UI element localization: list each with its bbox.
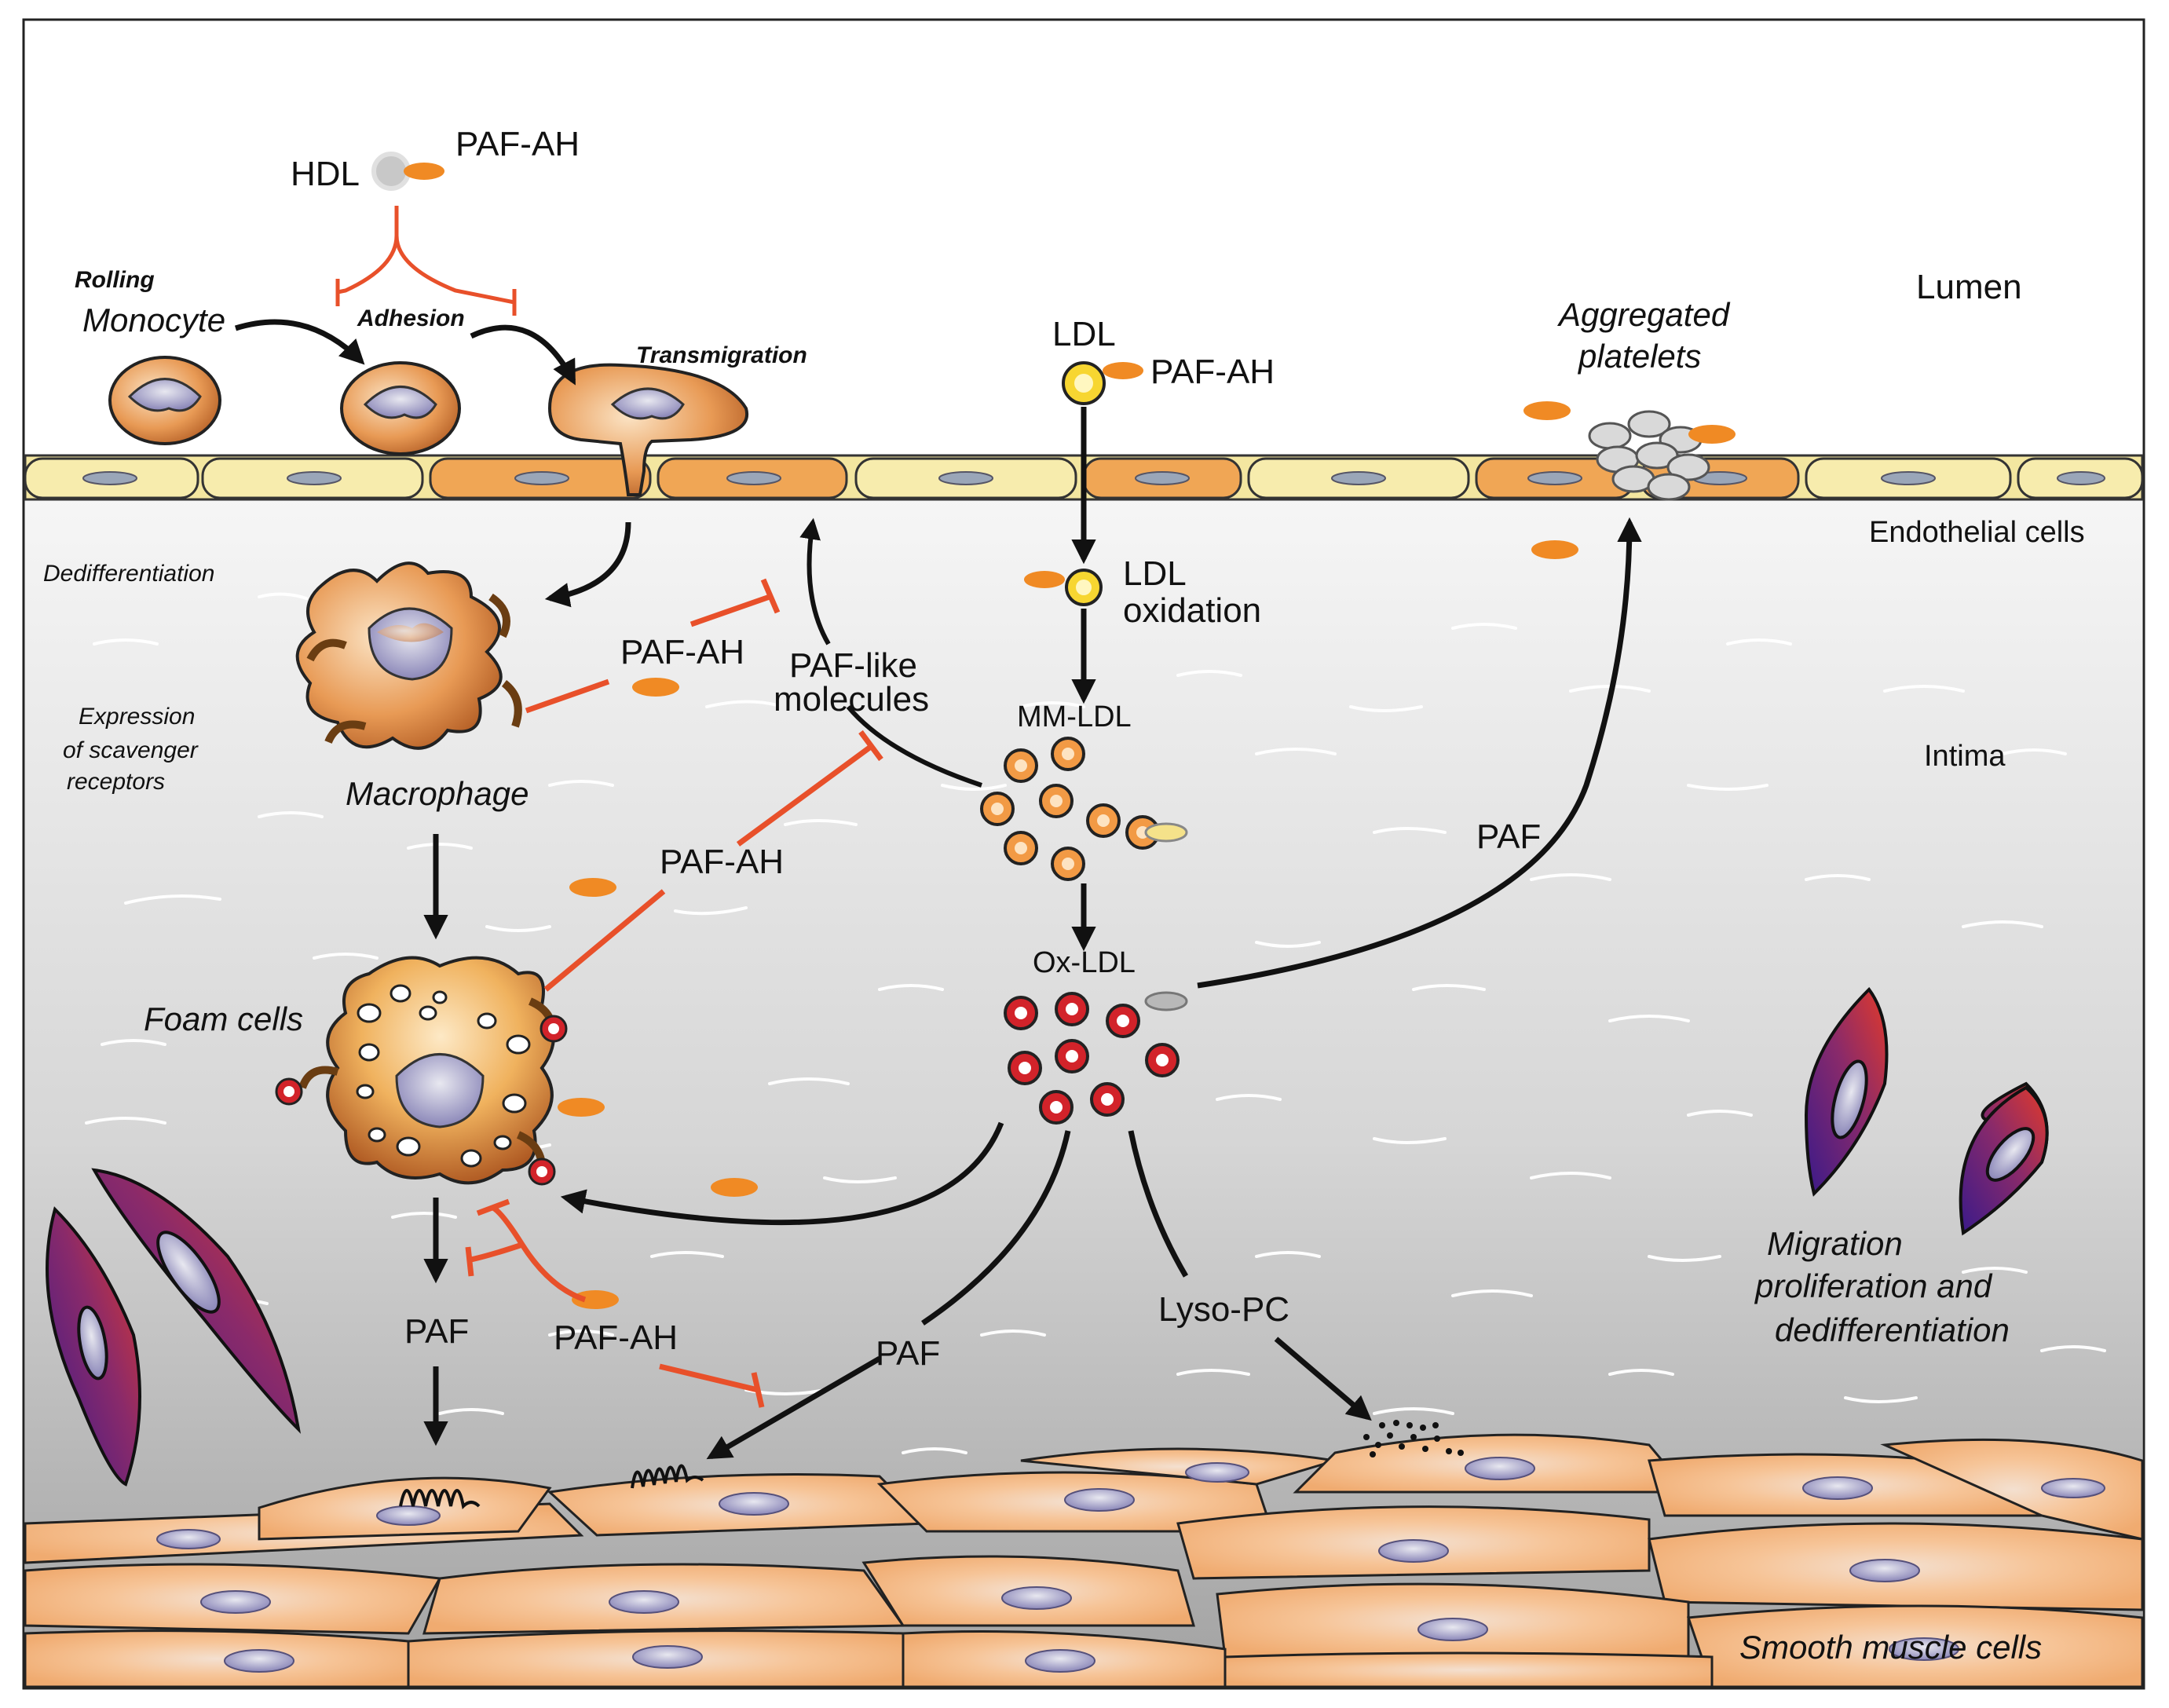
dedifferentiation-label: Dedifferentiation: [43, 561, 214, 587]
hdl-inhibition: [335, 206, 517, 316]
ldl-particle: [1062, 361, 1143, 405]
transmigration-label: Transmigration: [636, 342, 807, 368]
foam-cells-label: Foam cells: [144, 1000, 303, 1037]
aggregated-platelets: [1588, 410, 1710, 501]
expression-label-3: receptors: [67, 769, 165, 795]
lyso-pc-deposits: [1363, 1420, 1464, 1457]
aggregated-label-1: Aggregated: [1556, 296, 1731, 333]
expression-label-1: Expression: [79, 704, 195, 730]
paf-ah-top-label: PAF-AH: [455, 125, 580, 163]
ldl-label: LDL: [1052, 315, 1116, 353]
paf-right-label: PAF: [1476, 817, 1541, 856]
hdl-particle: [371, 152, 444, 191]
smooth-muscle-nuclei: [156, 1457, 2105, 1673]
smooth-muscle-label: Smooth muscle cells: [1739, 1629, 2042, 1666]
migration-label-3: dedifferentiation: [1775, 1311, 2010, 1348]
paf-ah-mid-label: PAF-AH: [660, 843, 784, 881]
mm-ldl-cores: [991, 748, 1149, 870]
endothelial-cells: [24, 457, 2144, 499]
paf-left-label: PAF: [404, 1312, 469, 1351]
paf-ah-bottom-label: PAF-AH: [554, 1318, 678, 1357]
foam-cell: [326, 956, 555, 1185]
mm-ldl-label: MM-LDL: [1017, 700, 1132, 733]
paf-center-label: PAF: [876, 1334, 940, 1373]
monocyte-flow-arrows: [234, 319, 576, 386]
monocyte-adhesion: [340, 361, 461, 455]
migrating-cells-left: [46, 1168, 302, 1487]
paf-ah-enzymes-intima: [558, 678, 758, 1309]
oxldl-to-foam-arrow: [560, 1121, 1004, 1226]
ox-ldl-paf-ah: [1144, 991, 1188, 1011]
ldl-oxidation-label-1: LDL: [1123, 554, 1187, 593]
intima-fibers: [85, 592, 2106, 1454]
expression-label-2: of scavenger: [63, 737, 199, 763]
monocyte-transmigration: [547, 363, 749, 496]
migration-label-2: proliferation and: [1754, 1267, 1993, 1304]
macrophage-flow-arrows: [423, 521, 631, 1446]
lumen-label: Lumen: [1916, 268, 2022, 306]
paf-like-label-1: PAF-like: [789, 646, 917, 685]
ldl-oxidation-label-2: oxidation: [1123, 591, 1261, 630]
smooth-muscle-layer: [24, 1433, 2144, 1688]
paf-ah-ldl-label: PAF-AH: [1150, 353, 1275, 391]
scavenger-receptors: [306, 593, 522, 744]
ox-ldl-cores: [1015, 1003, 1169, 1114]
macrophage-label: Macrophage: [346, 775, 529, 812]
paf-ah-mid-inhibition: [543, 730, 883, 992]
paf-ah-macrophage-inhibition: [525, 578, 781, 714]
mm-ldl-paf-ah: [1144, 822, 1188, 843]
macrophage-cell: [295, 561, 503, 750]
paf-receptor-center: [631, 1464, 704, 1489]
paf-receptor-left: [399, 1489, 481, 1510]
monocyte-rolling: [108, 356, 221, 445]
intima-label: Intima: [1924, 740, 2006, 773]
paf-ah-macrophage-label: PAF-AH: [620, 633, 744, 671]
paf-ah-enzymes-lumen: [1523, 401, 1736, 559]
migration-label-1: Migration: [1767, 1225, 1903, 1262]
oxldl-to-lysopc-line: [1128, 1130, 1372, 1421]
migrating-cells-right: [1804, 986, 2049, 1236]
mm-ldl-particles: [980, 737, 1160, 881]
paf-ah-bottom-inhibition: [465, 1198, 765, 1408]
oxldl-to-paf-line: [706, 1130, 1071, 1460]
monocyte-label: Monocyte: [82, 302, 225, 338]
adhesion-label: Adhesion: [357, 305, 465, 331]
aggregated-label-2: platelets: [1577, 338, 1701, 375]
paf-to-platelets-arrow: [1197, 517, 1642, 989]
paf-like-arrows: [799, 518, 982, 788]
foam-cell-bound-oxldl: [275, 1015, 568, 1186]
ox-ldl-label: Ox-LDL: [1033, 946, 1136, 979]
endothelial-nuclei: [82, 471, 2105, 485]
ldl-oxidation-particle: [1024, 569, 1103, 606]
hdl-label: HDL: [291, 155, 360, 193]
endothelial-cells-label: Endothelial cells: [1869, 516, 2085, 549]
rolling-label: Rolling: [75, 267, 155, 293]
lyso-pc-label: Lyso-PC: [1158, 1290, 1289, 1329]
